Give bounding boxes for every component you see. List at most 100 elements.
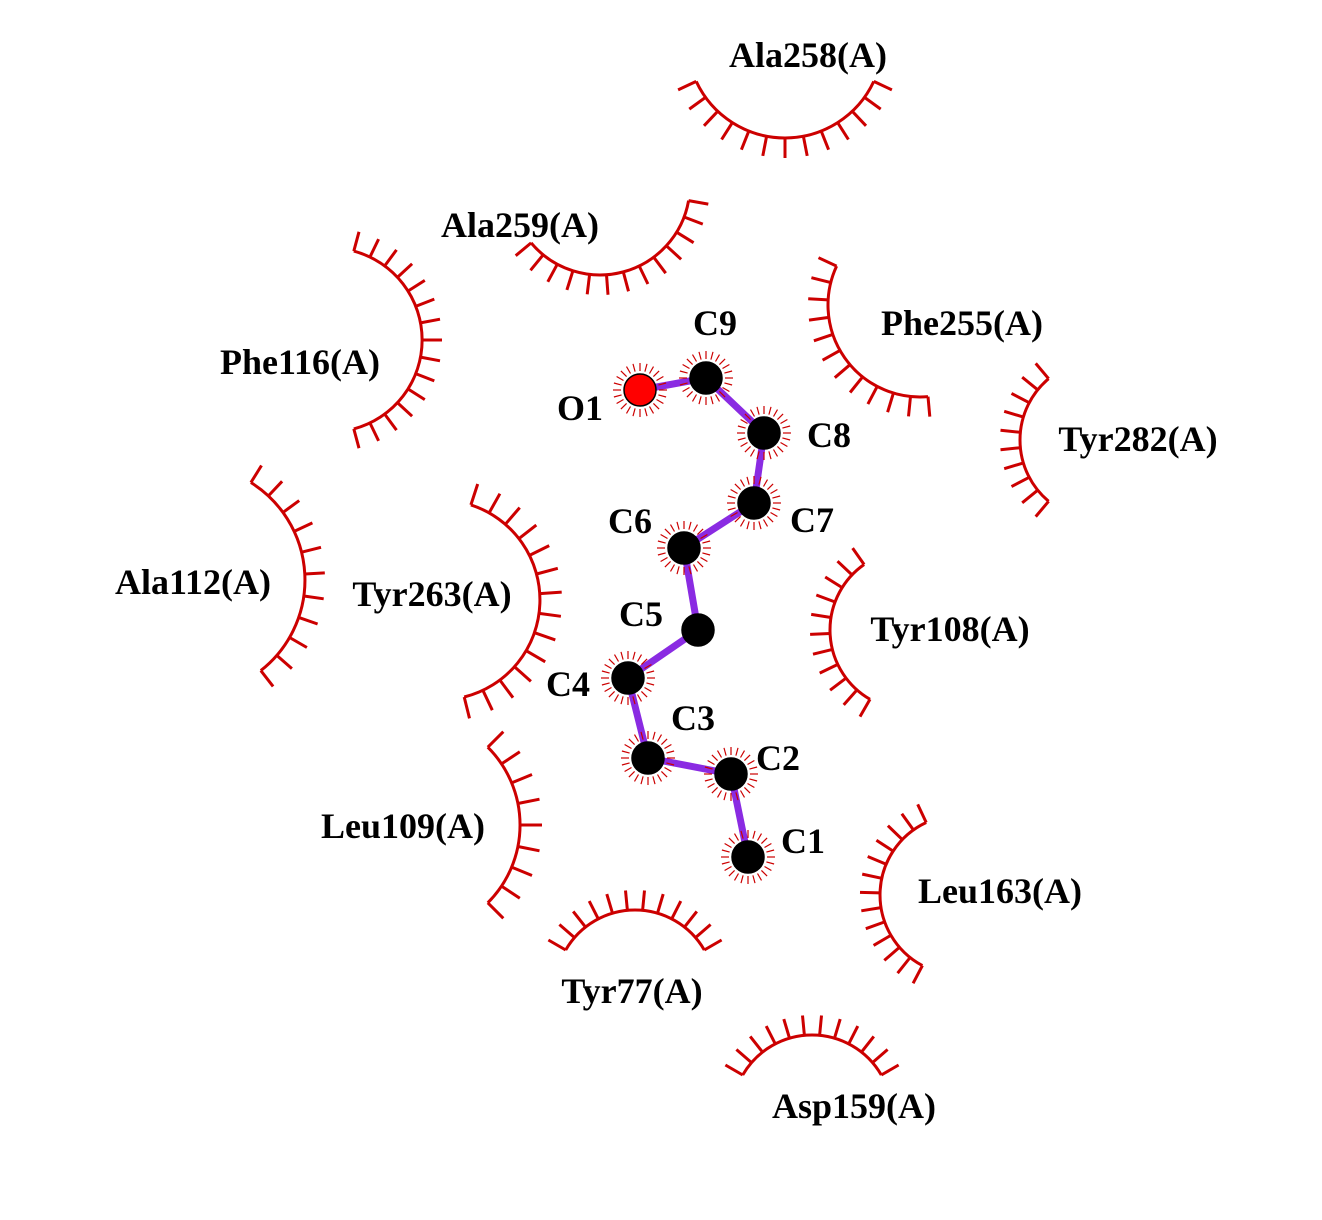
halo-spoke	[640, 658, 648, 666]
hydrophobic-arc-tyr108	[810, 547, 872, 718]
halo-spoke	[723, 747, 727, 756]
hydrophobic-arc-ala259	[514, 199, 709, 295]
halo-spoke	[644, 363, 648, 372]
atom-label-c1: C1	[781, 821, 825, 861]
halo-spoke	[704, 766, 713, 770]
arc-spoke	[847, 1025, 860, 1045]
arc-spoke	[415, 372, 435, 383]
arc-spoke	[517, 845, 540, 853]
arc-spoke	[861, 872, 883, 880]
halo-spoke	[739, 790, 746, 798]
arc-spoke	[500, 750, 521, 766]
atom-label-c6: C6	[608, 501, 652, 541]
halo-spoke	[724, 370, 733, 374]
arc-spoke	[740, 130, 751, 151]
hydrophobic-arc-ala112	[249, 464, 325, 688]
arc-spoke	[511, 865, 533, 877]
arc-spoke	[863, 96, 882, 111]
halo-spoke	[772, 495, 781, 499]
atom-sphere	[623, 373, 657, 407]
halo-spoke	[657, 540, 666, 544]
halo-spoke	[679, 370, 688, 374]
halo-spoke	[691, 394, 698, 402]
halo-spoke	[644, 663, 652, 670]
arc-spoke	[462, 696, 471, 719]
halo-spoke	[770, 488, 778, 495]
halo-spoke	[718, 390, 726, 398]
arc-spoke	[288, 636, 308, 649]
halo-spoke	[648, 366, 655, 374]
halo-spoke	[601, 682, 610, 686]
arc-spoke	[536, 566, 559, 576]
arc-spoke	[605, 893, 614, 914]
halo-spoke	[752, 830, 756, 839]
halo-spoke	[613, 694, 620, 702]
halo-spoke	[747, 759, 755, 766]
residue-label-tyr108: Tyr108(A)	[870, 609, 1029, 649]
halo-spoke	[628, 738, 636, 746]
halo-spoke	[733, 833, 740, 841]
arc-spoke	[764, 1025, 777, 1045]
halo-spoke	[669, 564, 676, 572]
arc-spoke	[621, 271, 630, 292]
halo-spoke	[613, 654, 620, 662]
arc-spoke	[866, 385, 879, 405]
atom-sphere	[681, 613, 715, 647]
halo-spoke	[744, 413, 752, 421]
atom-sphere	[731, 840, 765, 874]
halo-spoke	[780, 418, 788, 425]
arc-spoke	[1010, 392, 1030, 405]
arc-spoke	[656, 893, 665, 914]
halo-spoke	[692, 524, 699, 532]
arc-spoke	[1034, 362, 1050, 380]
arc-spoke	[860, 1035, 875, 1054]
residue-label-ala259: Ala259(A)	[441, 205, 599, 245]
halo-spoke	[721, 861, 730, 865]
hydrophobic-arc-phe255	[808, 256, 932, 417]
halo-spoke	[652, 370, 660, 378]
arc-spoke	[538, 611, 562, 618]
arc-spoke	[624, 890, 629, 911]
arc-spoke	[735, 1048, 753, 1064]
residue-label-tyr77: Tyr77(A)	[561, 971, 702, 1011]
atom-label-c7: C7	[790, 500, 834, 540]
arc-spoke	[565, 270, 575, 291]
halo-spoke	[664, 560, 672, 568]
halo-spoke	[604, 686, 612, 693]
halo-spoke	[766, 849, 775, 853]
halo-spoke	[682, 386, 690, 393]
halo-spoke	[747, 782, 755, 789]
halo-spoke	[760, 869, 768, 877]
residue-label-tyr282: Tyr282(A)	[1058, 419, 1217, 459]
arc-spoke	[875, 838, 894, 853]
halo-spoke	[752, 875, 756, 884]
halo-spoke	[756, 406, 760, 415]
halo-spoke	[616, 375, 624, 382]
atom-c6	[657, 521, 711, 575]
halo-spoke	[652, 731, 656, 740]
arc-spoke	[851, 110, 868, 127]
arc-spoke	[880, 1063, 900, 1077]
atom-label-c2: C2	[756, 738, 800, 778]
halo-spoke	[632, 408, 636, 417]
arc-spoke	[782, 1018, 791, 1039]
halo-spoke	[664, 528, 672, 536]
residue-label-phe255: Phe255(A)	[881, 303, 1043, 343]
arc-spoke	[259, 669, 275, 688]
halo-spoke	[722, 386, 730, 393]
halo-spoke	[768, 406, 772, 415]
arc-spoke	[641, 890, 646, 911]
halo-spoke	[657, 552, 666, 556]
arc-spoke	[275, 654, 293, 670]
halo-spoke	[644, 686, 652, 693]
halo-spoke	[724, 865, 732, 872]
arc-spoke	[808, 297, 829, 302]
halo-spoke	[724, 382, 733, 386]
halo-spoke	[782, 437, 791, 441]
halo-spoke	[760, 837, 768, 845]
halo-spoke	[756, 451, 760, 460]
halo-spoke	[728, 869, 736, 877]
atom-halo	[704, 747, 758, 801]
residue-label-ala112: Ala112(A)	[115, 562, 271, 602]
arc-spoke	[821, 349, 841, 362]
